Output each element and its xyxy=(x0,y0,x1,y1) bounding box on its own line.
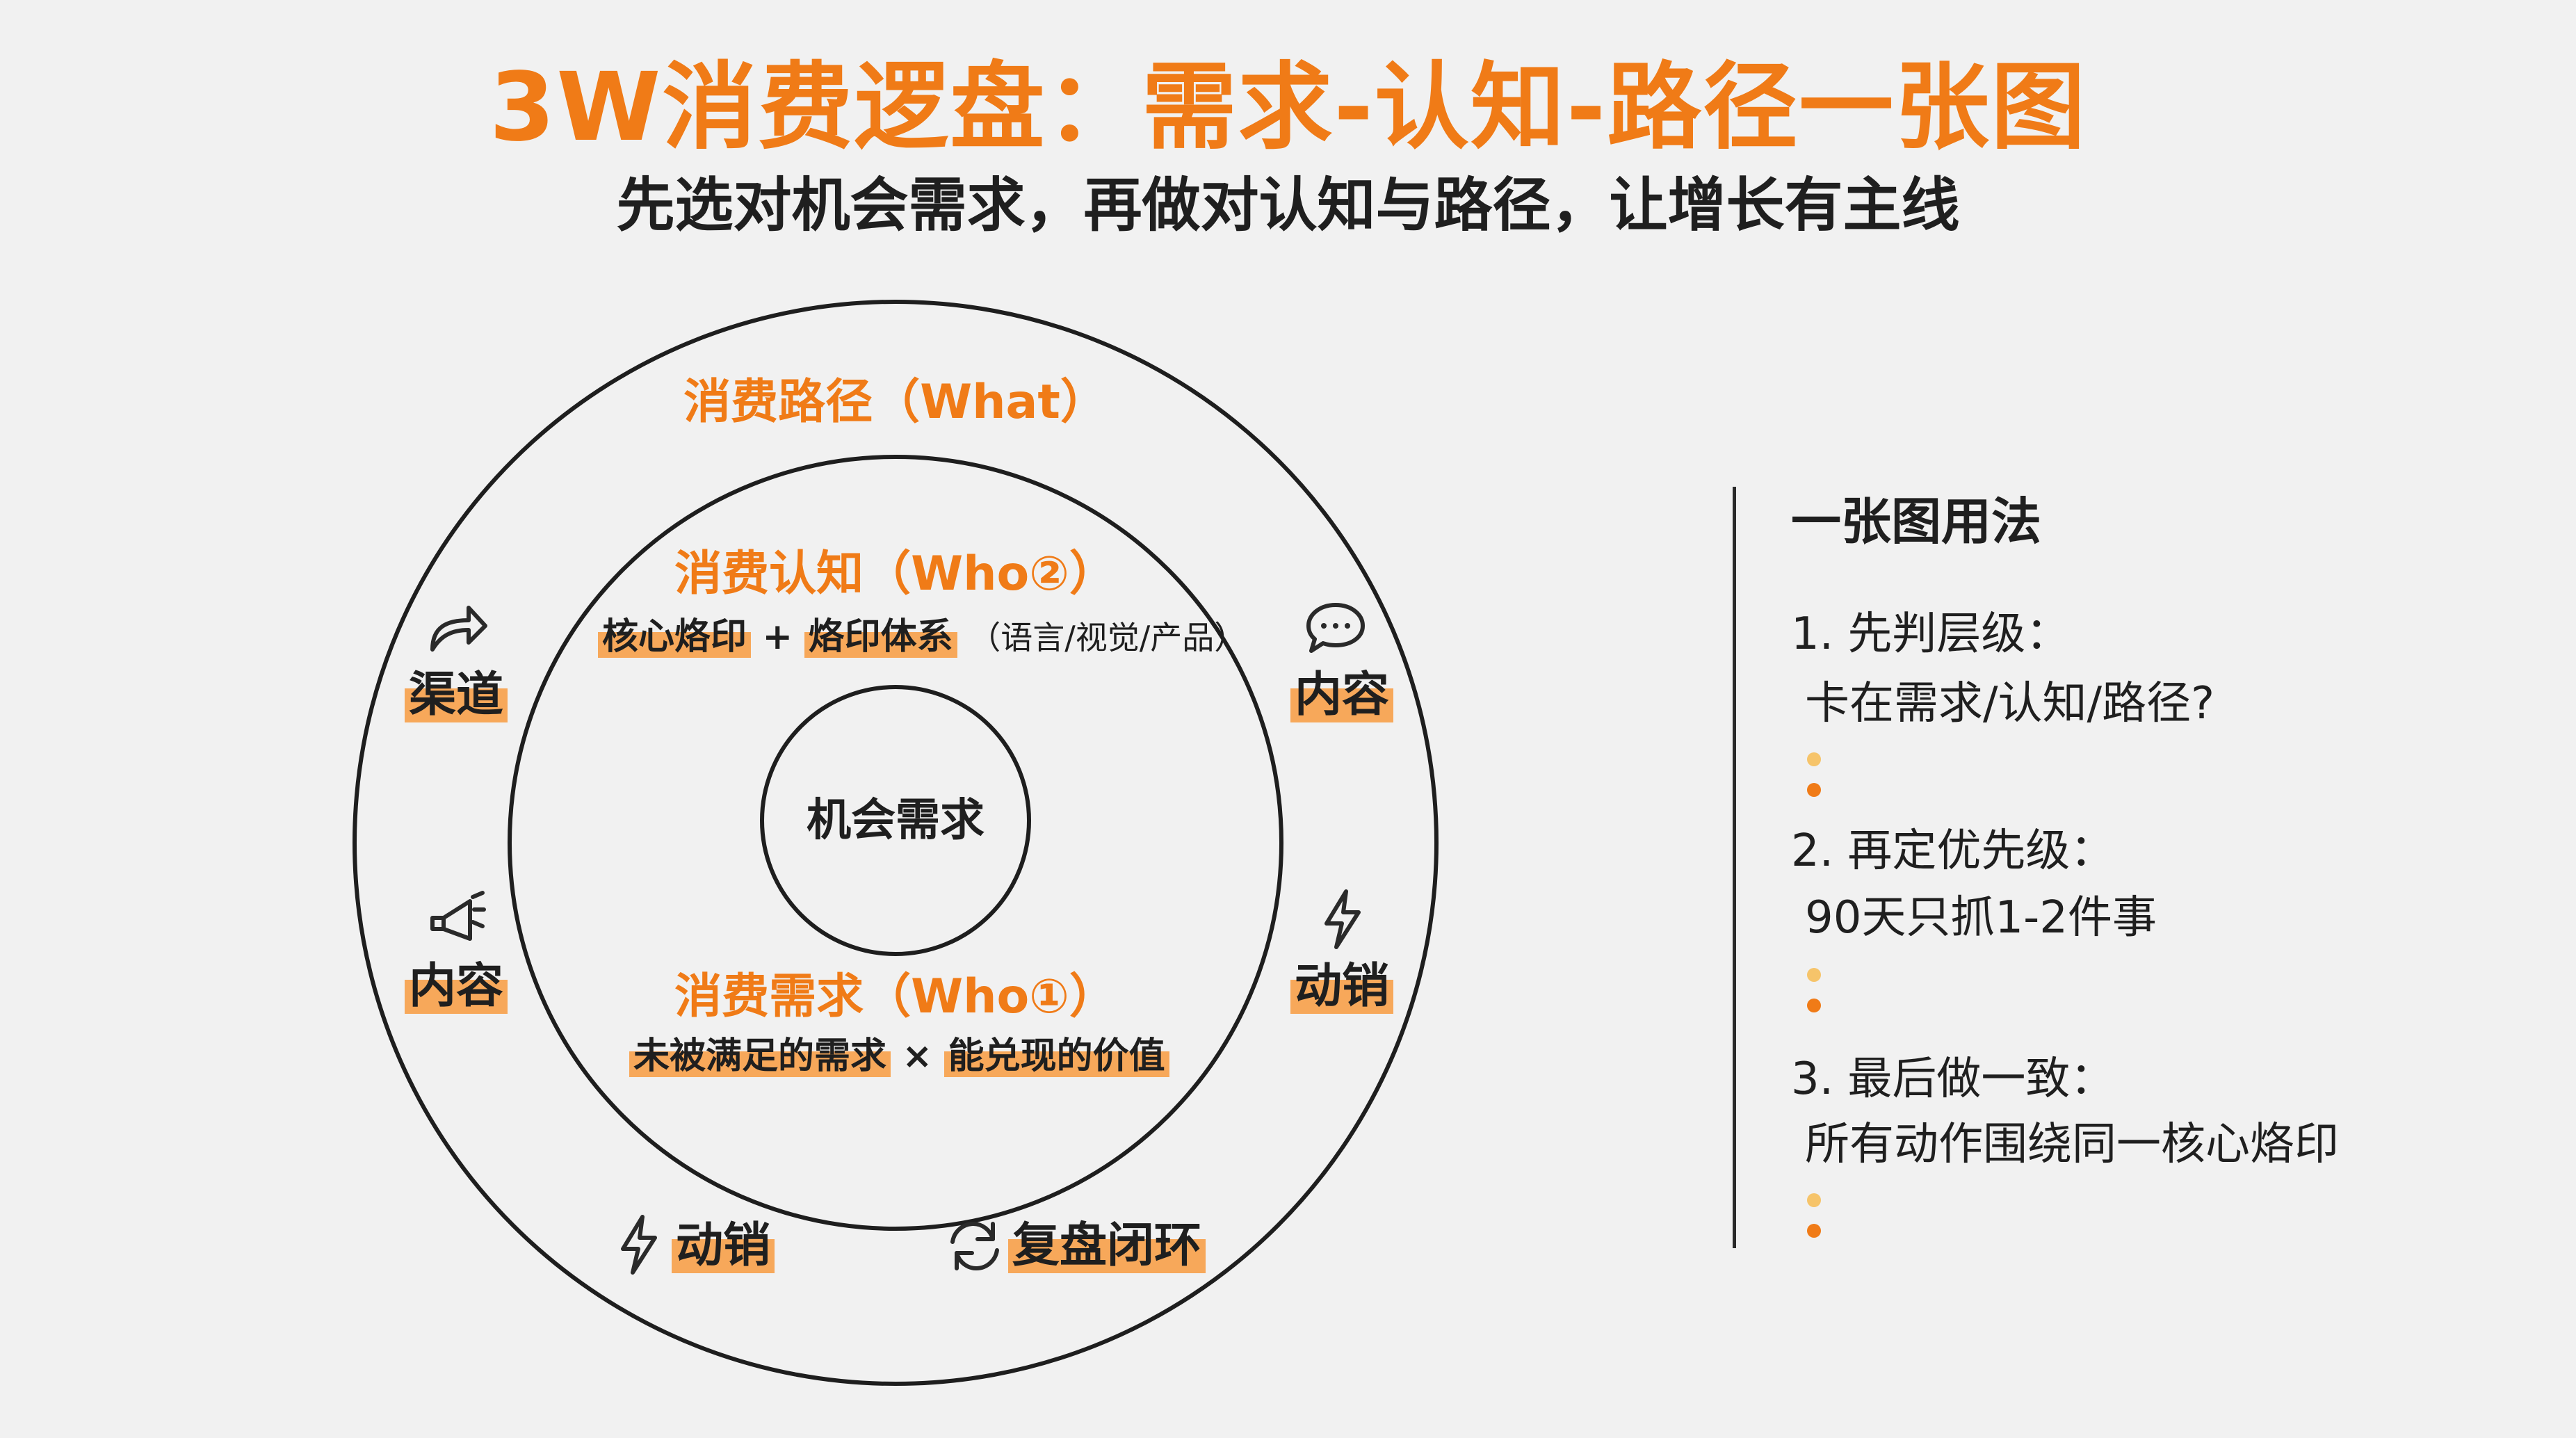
megaphone-icon xyxy=(427,890,487,943)
demand-label: 消费需求（Who①） xyxy=(674,969,1117,1024)
step-2-detail: 90天只抓1-2件事 xyxy=(1805,892,2157,944)
step-1-dot-accent xyxy=(1807,783,1821,797)
imprint-system-note: （语言/视觉/产品） xyxy=(969,619,1247,656)
center-ring xyxy=(760,685,1031,956)
outer-item-content-left: 内容 xyxy=(404,959,508,1014)
deliverable-value-tag: 能兑现的价值 xyxy=(943,1035,1169,1077)
step-1-detail: 卡在需求/认知/路径? xyxy=(1805,678,2215,729)
imprint-system-tag: 烙印体系 xyxy=(804,616,957,658)
step-1-title: 1. 先判层级： xyxy=(1791,608,2071,660)
outer-item-sales-bottom: 动销 xyxy=(672,1218,775,1273)
times-sign: × xyxy=(902,1035,933,1077)
demand-tags: 未被满足的需求 × 能兑现的价值 xyxy=(629,1035,1169,1077)
core-imprint-tag: 核心烙印 xyxy=(598,616,752,658)
step-2-title: 2. 再定优先级： xyxy=(1791,825,2115,877)
unmet-need-tag: 未被满足的需求 xyxy=(629,1035,891,1077)
outer-item-channel: 渠道 xyxy=(404,668,508,722)
step-3-dot-light xyxy=(1807,1193,1821,1207)
chat-bubble-icon xyxy=(1304,599,1367,656)
cognition-tags: 核心烙印 + 烙印体系 （语言/视觉/产品） xyxy=(598,616,1247,658)
step-3-dot-accent xyxy=(1807,1224,1821,1238)
center-label: 机会需求 xyxy=(807,795,985,846)
sidebar-divider xyxy=(1733,487,1736,1248)
page-subtitle: 先选对机会需求，再做对认知与路径，让增长有主线 xyxy=(616,171,1960,239)
sidebar-heading: 一张图用法 xyxy=(1791,492,2042,551)
page-title: 3W消费逻盘：需求-认知-路径一张图 xyxy=(489,53,2087,163)
outer-item-content-right: 内容 xyxy=(1290,668,1394,722)
step-2-dot-accent xyxy=(1807,999,1821,1012)
step-3-detail: 所有动作围绕同一核心烙印 xyxy=(1805,1119,2339,1170)
outer-item-review-loop: 复盘闭环 xyxy=(1008,1218,1206,1273)
outer-item-sales-right: 动销 xyxy=(1290,959,1394,1014)
step-3-title: 3. 最后做一致： xyxy=(1791,1053,2115,1105)
refresh-icon xyxy=(947,1218,1003,1274)
lightning-icon xyxy=(617,1214,661,1275)
middle-ring-label: 消费认知（Who②） xyxy=(674,547,1117,601)
outer-ring-label: 消费路径（What） xyxy=(683,375,1108,430)
outer-ring xyxy=(353,300,1439,1386)
share-arrow-icon xyxy=(426,599,489,655)
plus-sign: + xyxy=(762,616,793,658)
middle-ring xyxy=(508,455,1283,1231)
step-2-dot-light xyxy=(1807,968,1821,982)
lightning-icon xyxy=(1321,889,1364,950)
circle-diagram xyxy=(353,300,1439,1386)
step-1-dot-light xyxy=(1807,752,1821,766)
